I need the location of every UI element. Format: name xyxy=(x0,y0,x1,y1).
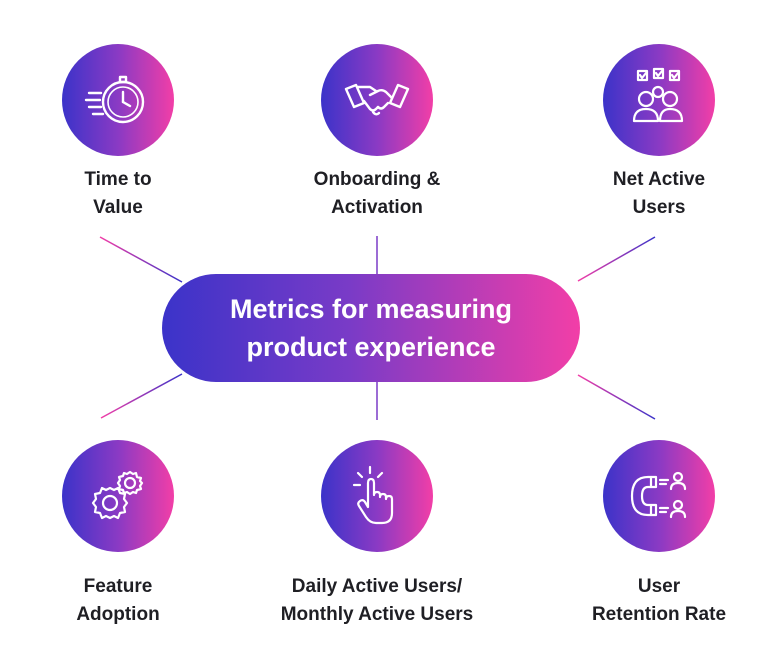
net-active-users-line-2: Users xyxy=(632,197,686,218)
time-to-value-line-1: Time to xyxy=(84,169,152,190)
dau-mau-line-2: Monthly Active Users xyxy=(280,604,474,625)
user-retention-circle xyxy=(603,440,715,552)
click-hand-icon xyxy=(352,465,394,525)
stopwatch-icon xyxy=(84,75,145,124)
dau-mau-line-1: Daily Active Users/ xyxy=(291,576,463,597)
connector-net-active-users xyxy=(577,236,656,282)
gears-icon xyxy=(91,470,144,520)
feature-adoption-line-2: Adoption xyxy=(76,604,160,625)
net-active-users-label: Net Active Users xyxy=(529,166,774,222)
feature-adoption-circle xyxy=(62,440,174,552)
user-retention-line-2: Retention Rate xyxy=(591,604,727,625)
central-topic-line-1: Metrics for measuring xyxy=(229,294,513,324)
onboarding-activation-line-2: Activation xyxy=(331,197,423,218)
central-topic-pill: Metrics for measuring product experience xyxy=(162,274,580,382)
time-to-value-label: Time to Value xyxy=(0,166,248,222)
user-retention-label: User Retention Rate xyxy=(529,573,774,629)
net-active-users-line-1: Net Active xyxy=(612,169,706,190)
time-to-value-circle xyxy=(62,44,174,156)
net-active-users-circle xyxy=(603,44,715,156)
users-checklist-icon xyxy=(632,67,684,123)
connector-feature-adoption xyxy=(100,373,183,419)
magnet-users-icon xyxy=(630,471,687,519)
connector-retention xyxy=(577,374,656,420)
central-topic-text: Metrics for measuring product experience xyxy=(230,290,512,366)
connector-time-to-value xyxy=(99,236,183,283)
user-retention-line-1: User xyxy=(637,576,681,597)
onboarding-activation-line-1: Onboarding & xyxy=(313,169,441,190)
dau-mau-label: Daily Active Users/ Monthly Active Users xyxy=(247,573,507,629)
feature-adoption-line-1: Feature xyxy=(83,576,153,597)
central-topic-line-2: product experience xyxy=(246,332,496,362)
onboarding-activation-circle xyxy=(321,44,433,156)
handshake-icon xyxy=(344,83,410,116)
dau-mau-circle xyxy=(321,440,433,552)
onboarding-activation-label: Onboarding & Activation xyxy=(247,166,507,222)
feature-adoption-label: Feature Adoption xyxy=(0,573,248,629)
time-to-value-line-2: Value xyxy=(93,197,143,218)
